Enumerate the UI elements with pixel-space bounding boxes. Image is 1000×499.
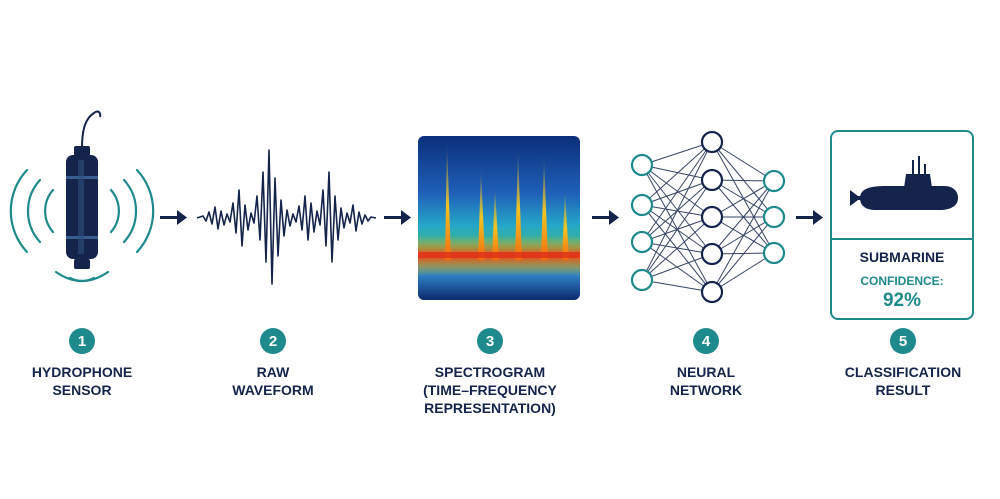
confidence-value: 92% bbox=[882, 290, 922, 311]
confidence-label: CONFIDENCE: bbox=[860, 274, 944, 288]
classification-result-card: SUBMARINE CONFIDENCE: 92% bbox=[830, 130, 974, 320]
step-badge-3: 3 bbox=[477, 328, 503, 354]
step-badge-5: 5 bbox=[890, 328, 916, 354]
waveform-icon bbox=[196, 149, 377, 285]
arrow-right-icon bbox=[160, 210, 187, 225]
step-label-1: HYDROPHONE SENSOR bbox=[0, 363, 182, 399]
result-class-label: SUBMARINE bbox=[859, 249, 945, 265]
step-label-3: SPECTROGRAM (TIME–FREQUENCY REPRESENTATI… bbox=[390, 363, 590, 417]
step-label-2-line1: RAW bbox=[256, 364, 290, 380]
step-label-1-line2: SENSOR bbox=[52, 382, 112, 398]
arrow-right-icon bbox=[384, 210, 411, 225]
step-label-3-line1: SPECTROGRAM bbox=[434, 364, 546, 380]
arrow-right-icon bbox=[592, 210, 619, 225]
step-badge-2: 2 bbox=[260, 328, 286, 354]
step-label-5-line2: RESULT bbox=[875, 382, 931, 398]
step-label-2-line2: WAVEFORM bbox=[232, 382, 314, 398]
hydrophone-icon bbox=[9, 110, 155, 283]
step-label-4: NEURAL NETWORK bbox=[606, 363, 806, 399]
arrow-right-icon bbox=[796, 210, 823, 225]
step-label-1-line1: HYDROPHONE bbox=[31, 364, 133, 380]
step-label-4-line1: NEURAL bbox=[676, 364, 736, 380]
step-badge-1: 1 bbox=[69, 328, 95, 354]
submarine-icon bbox=[850, 156, 958, 210]
step-label-2: RAW WAVEFORM bbox=[173, 363, 373, 399]
step-label-5: CLASSIFICATION RESULT bbox=[803, 363, 1000, 399]
step-label-4-line2: NETWORK bbox=[669, 382, 743, 398]
step-label-5-line1: CLASSIFICATION bbox=[844, 364, 962, 380]
spectrogram-image bbox=[418, 136, 580, 300]
step-badge-4: 4 bbox=[693, 328, 719, 354]
step-label-3-line2: (TIME–FREQUENCY bbox=[423, 382, 557, 398]
step-label-3-line3: REPRESENTATION) bbox=[424, 400, 556, 416]
neural-network-icon bbox=[630, 130, 786, 304]
card-divider bbox=[832, 238, 972, 240]
